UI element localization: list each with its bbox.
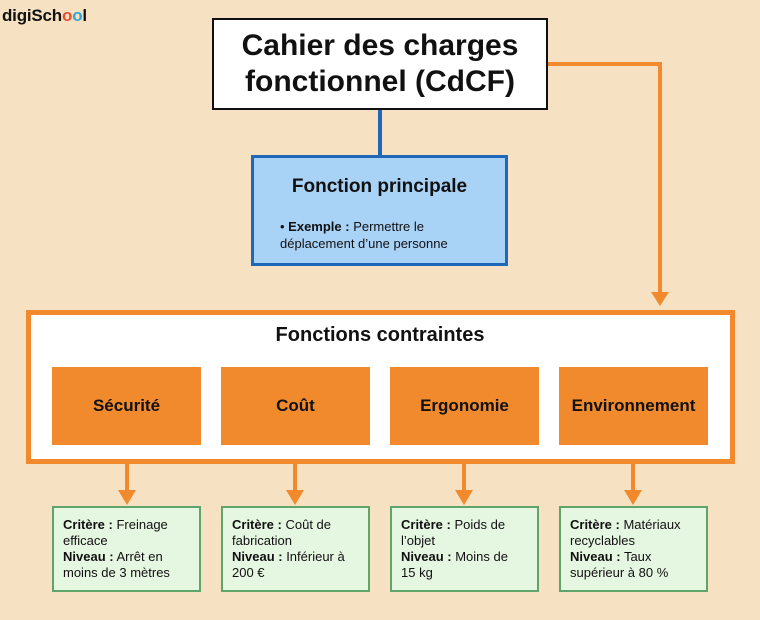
example-text: Permettre le [349,219,425,234]
critere-label: Critère : [570,517,620,532]
fonctions-contraintes-title: Fonctions contraintes [275,324,485,346]
critere-value: Poids de [450,517,506,532]
fonction-principale-title: Fonction principale [291,176,468,197]
niveau-label: Niveau : [570,549,621,564]
constraint-environnement: Environnement [559,367,708,445]
niveau-value: Arrêt en [113,549,163,564]
constraint-label: Environnement [571,396,696,415]
niveau-value-line2: moins de 3 mètres [63,565,170,580]
niveau-label: Niveau : [232,549,283,564]
digischool-logo: digiSchool [2,6,87,26]
cdcf-title-box: Cahier des charges fonctionnel (CdCF) [212,18,548,110]
critere-label: Critère : [232,517,282,532]
constraint-securite: Sécurité [52,367,201,445]
critere-value: Matériaux [619,517,681,532]
fonction-principale-example: • Exemple : Permettre le déplacement d’u… [280,218,491,252]
niveau-value-line2: 15 kg [401,565,433,580]
example-text-line2: déplacement d’une personne [280,236,448,251]
critere-value: Coût de [281,517,332,532]
constraint-ergonomie: Ergonomie [390,367,539,445]
example-label: Exemple : [288,219,350,234]
title-line-2: fonctionnel (CdCF) [245,65,515,98]
niveau-value: Inférieur à [282,549,345,564]
critere-value: Freinage [112,517,168,532]
critere-value-line2: efficace [63,533,108,548]
orange-connector-main [548,62,662,292]
logo-text-end: l [82,6,87,25]
logo-o-red: o [62,6,73,25]
criteria-box-ergonomie: Critère : Poids de l’objet Niveau : Moin… [390,506,539,592]
niveau-label: Niveau : [401,549,452,564]
critere-value-line2: recyclables [570,533,636,548]
constraint-cout: Coût [221,367,370,445]
critere-value-line2: fabrication [232,533,292,548]
arrow-head-main [651,292,669,306]
niveau-value-line2: supérieur à 80 % [570,565,669,580]
fonction-principale-box: Fonction principale • Exemple : Permettr… [251,155,508,266]
criteria-box-environnement: Critère : Matériaux recyclables Niveau :… [559,506,708,592]
logo-text: digiSch [2,6,62,25]
niveau-value-line2: 200 € [232,565,265,580]
critere-label: Critère : [401,517,451,532]
niveau-value: Moins de [451,549,508,564]
constraint-label: Sécurité [92,396,161,415]
criteria-box-cout: Critère : Coût de fabrication Niveau : I… [221,506,370,592]
niveau-label: Niveau : [63,549,114,564]
constraint-label: Coût [276,396,315,415]
criteria-box-securite: Critère : Freinage efficace Niveau : Arr… [52,506,201,592]
logo-o-blue: o [72,6,83,25]
title-line-1: Cahier des charges [241,29,519,62]
constraint-label: Ergonomie [420,396,509,415]
critere-label: Critère : [63,517,113,532]
critere-value-line2: l’objet [401,533,435,548]
niveau-value: Taux [620,549,652,564]
